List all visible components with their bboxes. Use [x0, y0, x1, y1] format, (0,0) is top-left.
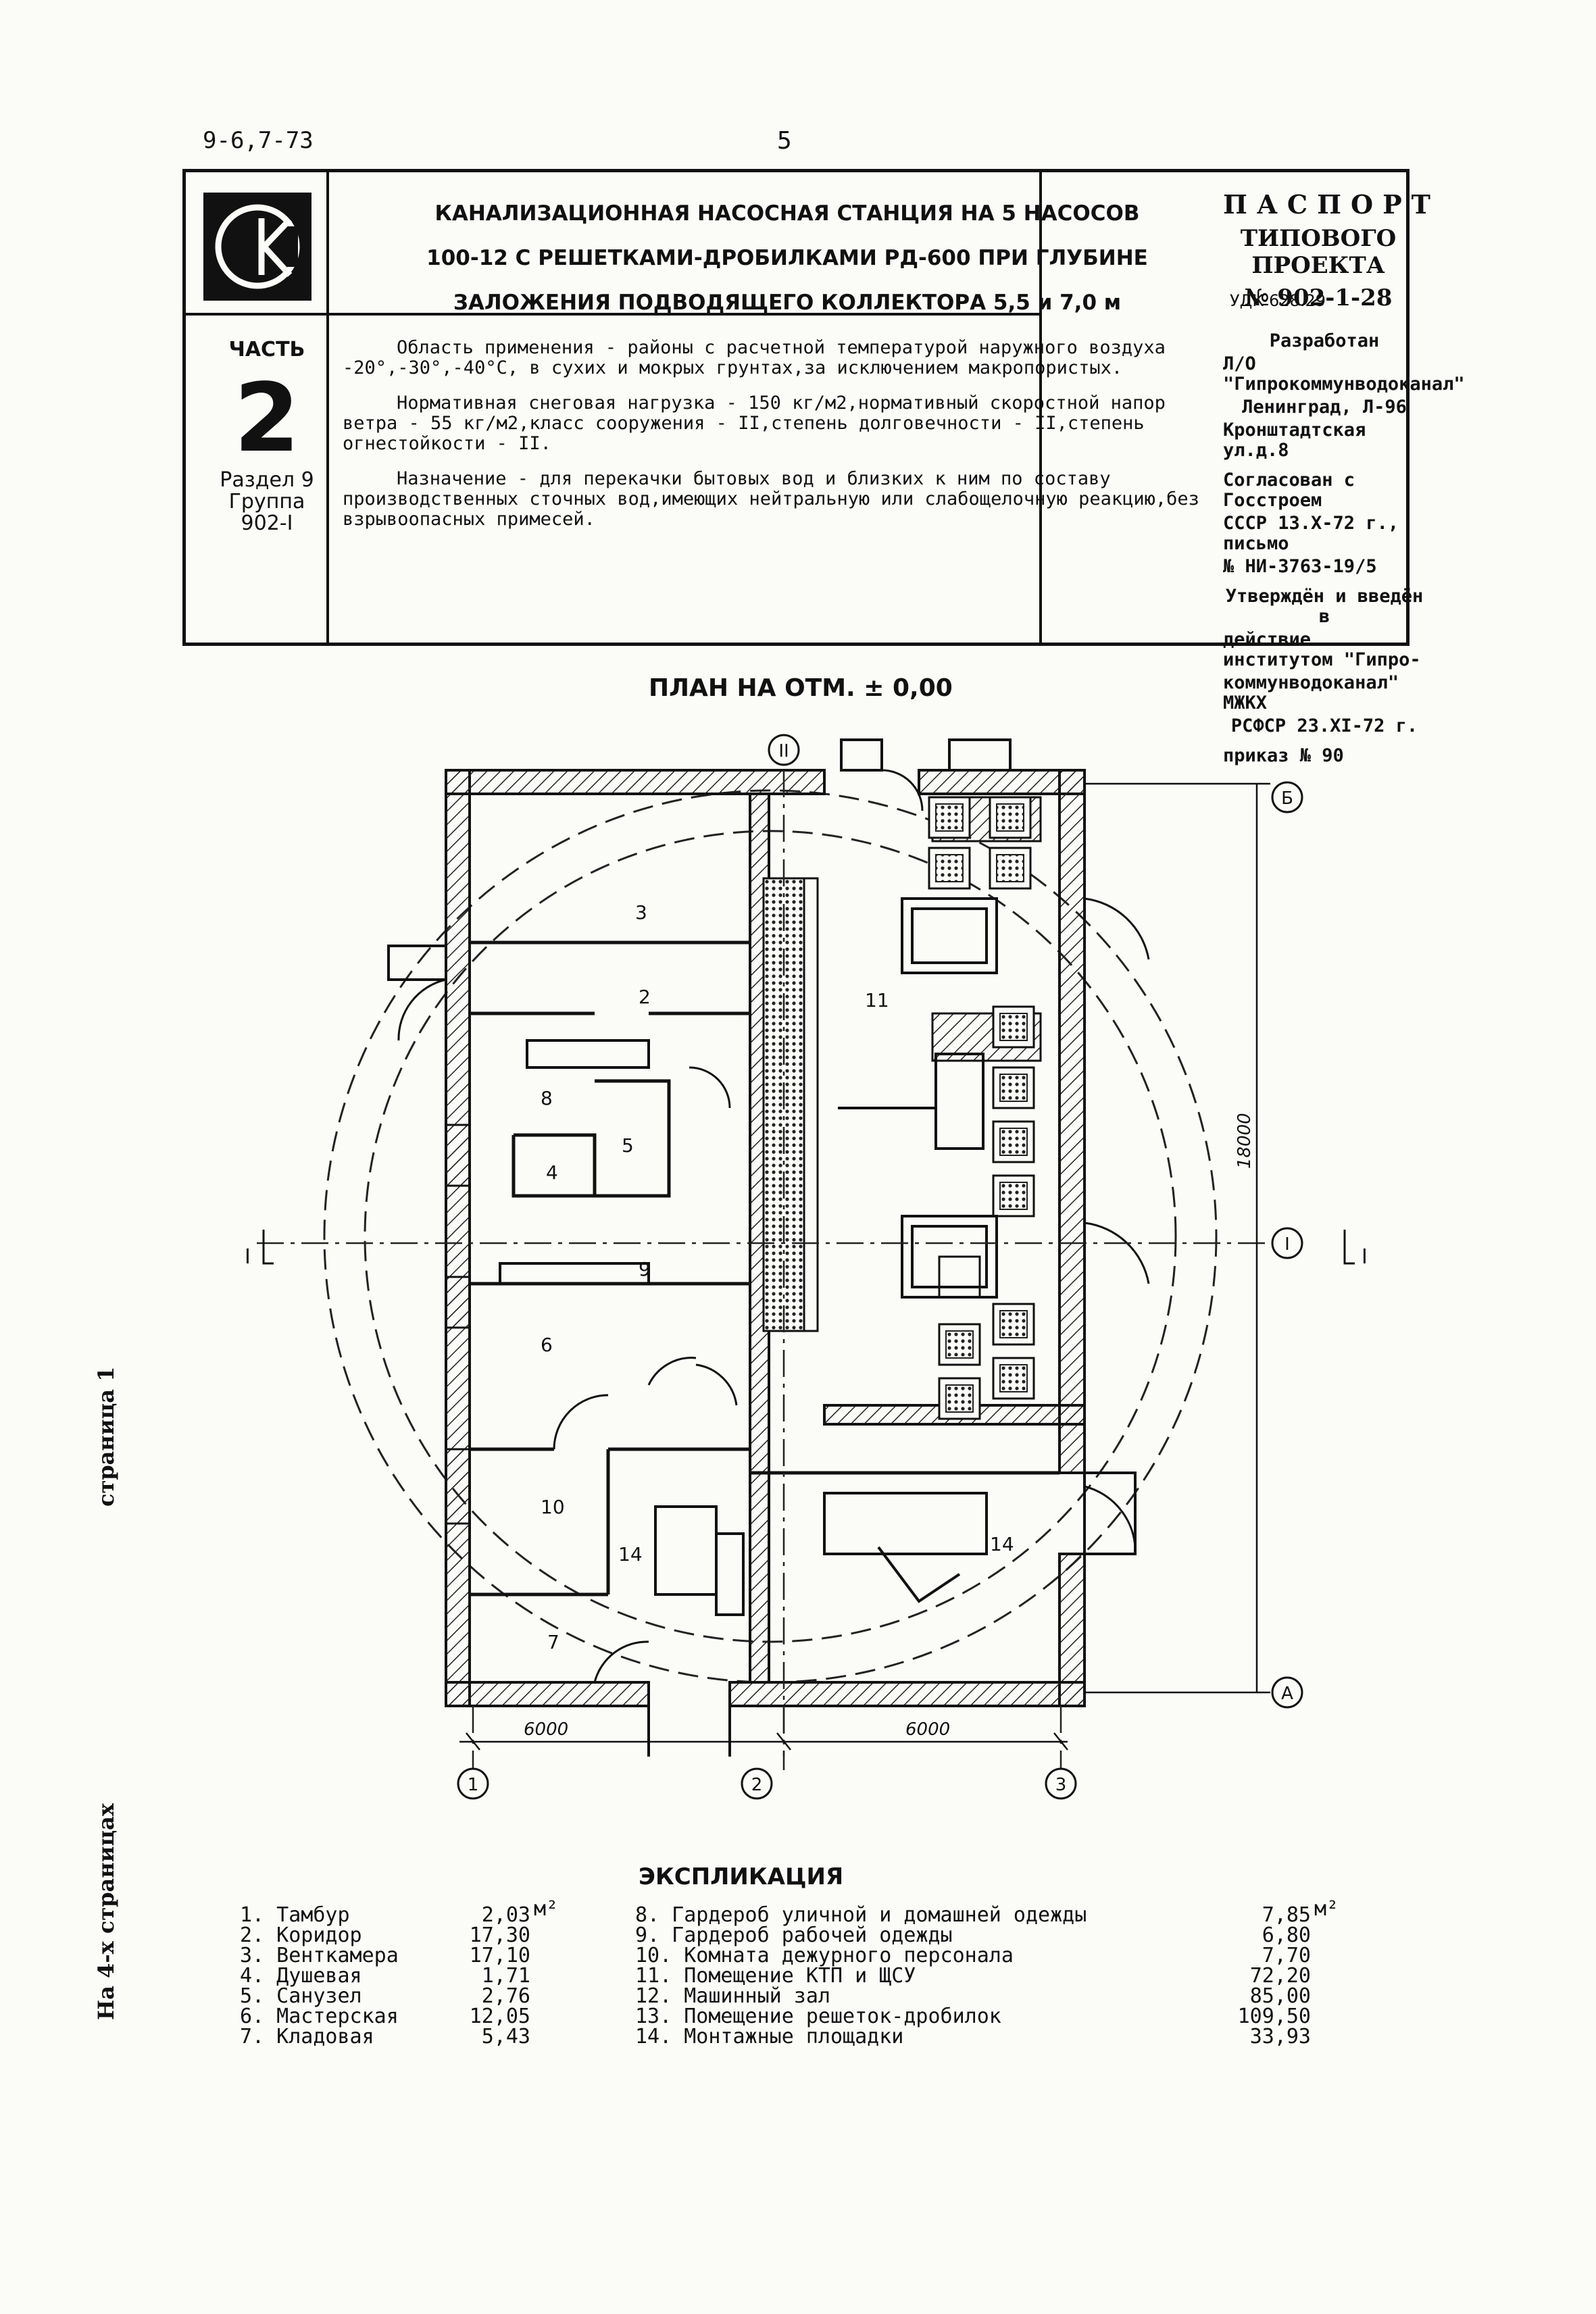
room-label-5: 5 — [622, 1134, 634, 1157]
room-label-14-right: 14 — [990, 1533, 1014, 1555]
axis-label-1: 1 — [468, 1775, 479, 1795]
dim-6000-right: 6000 — [905, 1719, 950, 1740]
side-text-page: страница 1 — [93, 1366, 119, 1507]
axis-label-2: 2 — [751, 1775, 763, 1795]
door-swings — [397, 769, 1150, 1683]
outer-walls — [445, 769, 1086, 1707]
project-title: КАНАЛИЗАЦИОННАЯ НАСОСНАЯ СТАНЦИЯ НА 5 НА… — [426, 201, 1148, 315]
udk-code: УДК 628.29 — [1230, 291, 1326, 310]
room-label-6: 6 — [541, 1334, 553, 1356]
page-number: 5 — [777, 127, 792, 155]
room-label-10: 10 — [541, 1496, 565, 1518]
room-label-7: 7 — [547, 1631, 559, 1653]
room-label-4: 4 — [546, 1161, 558, 1184]
axis-markers — [457, 734, 1303, 1800]
axis-label-I: I — [1285, 1234, 1290, 1255]
ck-logo-icon — [203, 193, 311, 301]
plan-title: ПЛАН НА ОТМ. ± 0,00 — [649, 674, 953, 702]
room-label-8: 8 — [541, 1087, 553, 1109]
dimension-lines — [459, 782, 1270, 1751]
room-label-2: 2 — [639, 986, 651, 1008]
room-label-9: 9 — [639, 1258, 651, 1280]
area-unit-left: м² — [534, 1897, 559, 1921]
developer-info: Разработан Л/О "Гипрокоммунводоканал" Ле… — [1223, 330, 1465, 766]
axis-label-B: Б — [1281, 788, 1293, 809]
axis-label-3: 3 — [1055, 1775, 1067, 1795]
part-block: ЧАСТЬ 2 Раздел 9 Группа 902-I — [220, 338, 314, 535]
equipment — [499, 738, 1012, 1616]
passport-block: ПАСПОРТ ТИПОВОГО ПРОЕКТА № 902-1-28 — [1223, 189, 1440, 311]
section-mark-left: I — [245, 1245, 251, 1269]
axis-label-A: А — [1281, 1684, 1293, 1704]
dim-6000-left: 6000 — [524, 1719, 568, 1740]
section-mark-right: I — [1362, 1245, 1368, 1269]
project-description: Область применения - районы с расчетной … — [343, 337, 1199, 530]
room-label-14-left: 14 — [618, 1543, 643, 1565]
room-label-3: 3 — [635, 901, 647, 924]
document-code: 9-6,7-73 — [203, 127, 314, 154]
room-label-11: 11 — [865, 989, 889, 1011]
axis-lines — [257, 770, 1270, 1770]
side-text-pages: На 4-х страницах — [93, 1803, 119, 2020]
area-unit-right: м² — [1314, 1897, 1339, 1921]
header-table: КАНАЛИЗАЦИОННАЯ НАСОСНАЯ СТАНЦИЯ НА 5 НА… — [182, 169, 1465, 766]
dim-18000: 18000 — [1235, 1113, 1255, 1169]
grate-column — [762, 877, 819, 1332]
explication-title: ЭКСПЛИКАЦИЯ — [639, 1863, 844, 1890]
axis-label-II: II — [778, 741, 789, 761]
